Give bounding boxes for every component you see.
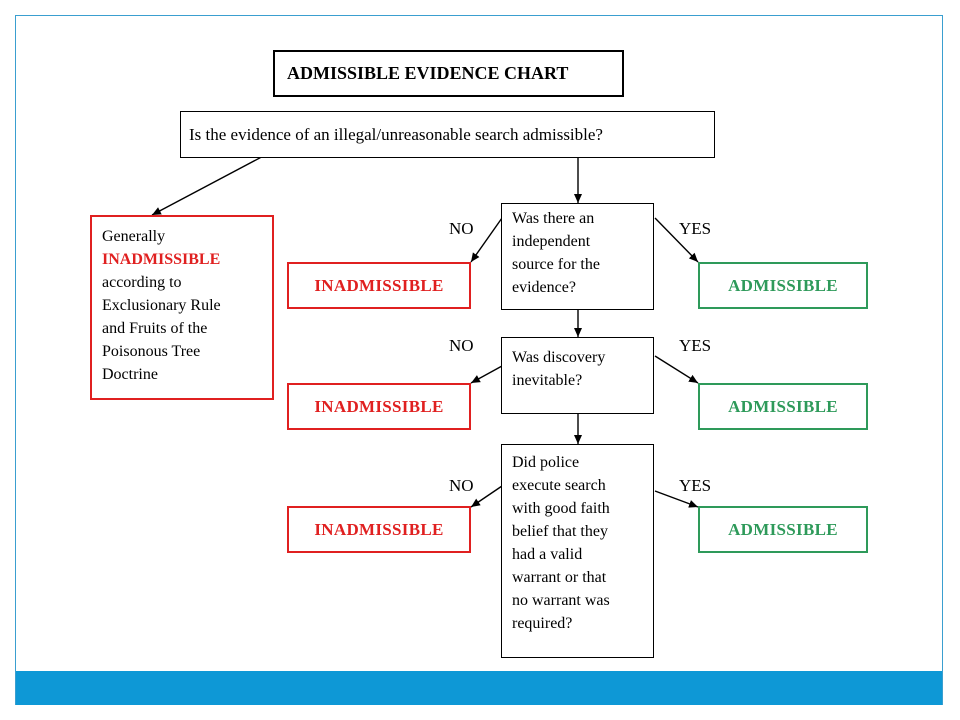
chart-title: ADMISSIBLE EVIDENCE CHART [273, 50, 624, 97]
arrow-step3-no [470, 485, 503, 508]
generally-line-3: according to [102, 274, 182, 291]
outcome-inadmissible-3: INADMISSIBLE [287, 506, 471, 553]
question-box-independent-source: Was there an independent source for the … [501, 203, 654, 310]
question-line: source for the [512, 256, 600, 273]
outcome-admissible-1: ADMISSIBLE [698, 262, 868, 309]
arrow-step1-no [470, 217, 503, 263]
no-label-1: NO [449, 219, 474, 238]
generally-line-5: and Fruits of the [102, 320, 208, 337]
outcome-inadmissible-2: INADMISSIBLE [287, 383, 471, 430]
question-line: required? [512, 615, 573, 632]
question-box-good-faith: Did police execute search with good fait… [501, 444, 654, 658]
no-label-2: NO [449, 336, 474, 355]
outcome-inadmissible-1: INADMISSIBLE [287, 262, 471, 309]
arrow-step3-yes [654, 490, 699, 508]
question-line: had a valid [512, 546, 583, 563]
question-line: Was there an [512, 210, 595, 227]
question-line: execute search [512, 477, 606, 494]
arrow-step1-yes [654, 217, 699, 263]
question-box-inevitable-discovery: Was discovery inevitable? [501, 337, 654, 414]
generally-line-1: Generally [102, 228, 166, 245]
question-line: warrant or that [512, 569, 607, 586]
yes-label-2: YES [679, 336, 712, 355]
yes-label-3: YES [679, 476, 712, 495]
generally-line-7: Doctrine [102, 366, 158, 383]
footer-bar [16, 671, 942, 705]
question-line: no warrant was [512, 592, 610, 609]
question-line: Was discovery [512, 349, 606, 366]
question-line: Did police [512, 454, 580, 471]
generally-highlight: INADMISSIBLE [102, 251, 221, 268]
question-line: belief that they [512, 523, 608, 540]
question-line: inevitable? [512, 372, 583, 389]
arrow-step2-yes [654, 355, 699, 384]
main-question: Is the evidence of an illegal/unreasonab… [180, 111, 715, 158]
outcome-admissible-3: ADMISSIBLE [698, 506, 868, 553]
generally-line-6: Poisonous Tree [102, 343, 201, 360]
generally-line-4: Exclusionary Rule [102, 297, 221, 314]
question-line: independent [512, 233, 591, 250]
yes-label-1: YES [679, 219, 712, 238]
question-line: evidence? [512, 279, 576, 296]
no-label-3: NO [449, 476, 474, 495]
question-line: with good faith [512, 500, 610, 517]
generally-inadmissible-box: Generally INADMISSIBLE according to Excl… [90, 215, 274, 400]
outcome-admissible-2: ADMISSIBLE [698, 383, 868, 430]
arrow-step2-no [470, 365, 503, 384]
